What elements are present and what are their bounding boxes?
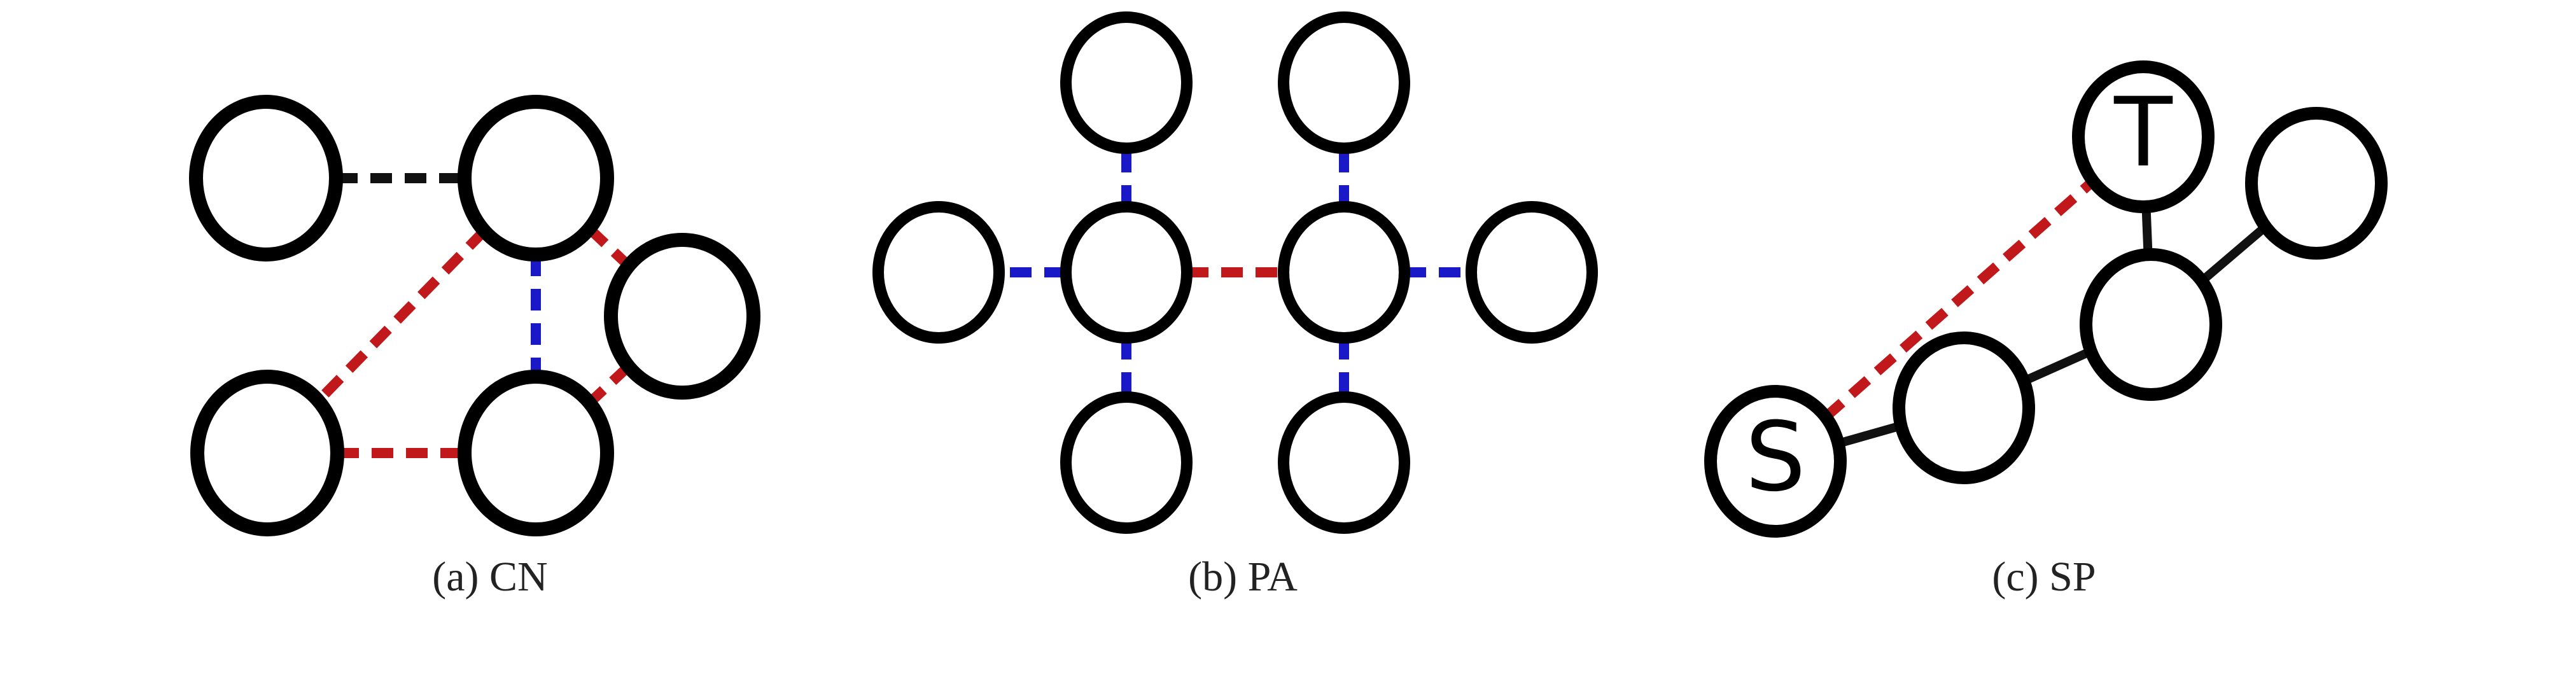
node-cn-n4 bbox=[458, 370, 614, 536]
node-circle bbox=[190, 370, 344, 536]
node-circle bbox=[1704, 385, 1847, 538]
edge-sp-b-t-black-solid bbox=[2141, 206, 2153, 255]
caption-sp: (c) SP bbox=[1992, 554, 2096, 600]
node-circle bbox=[1893, 332, 2035, 484]
node-sp-c bbox=[2245, 107, 2388, 260]
node-circle bbox=[2245, 107, 2388, 260]
captions-layer: (a) CN (b) PA (c) SP bbox=[432, 554, 2096, 600]
node-circle bbox=[1278, 391, 1410, 534]
node-pa-b1 bbox=[1060, 391, 1193, 534]
node-circle bbox=[872, 201, 1005, 344]
node-cn-n5 bbox=[604, 233, 760, 400]
node-label-s: S bbox=[1745, 402, 1805, 513]
node-cn-n3 bbox=[190, 370, 344, 536]
node-pa-l1 bbox=[872, 201, 1005, 344]
node-pa-b2 bbox=[1278, 391, 1410, 534]
node-circle bbox=[1060, 201, 1193, 344]
node-circle bbox=[2072, 60, 2215, 213]
edge-cn-n2-n5-red-dashed bbox=[585, 225, 633, 270]
node-sp-s: S bbox=[1704, 385, 1847, 538]
node-circle bbox=[458, 95, 614, 262]
caption-cn: (a) CN bbox=[432, 554, 547, 600]
edge-cn-n2-n3-red-dashed bbox=[314, 227, 488, 405]
node-circle bbox=[1060, 391, 1193, 534]
node-circle bbox=[2080, 248, 2222, 401]
caption-pa: (b) PA bbox=[1188, 554, 1298, 600]
node-circle bbox=[604, 233, 760, 400]
node-pa-c2 bbox=[1278, 201, 1410, 344]
edge-sp-s-t-red-dashed bbox=[1822, 177, 2097, 421]
nodes-layer: ST bbox=[189, 11, 2388, 538]
node-circle bbox=[1466, 201, 1598, 344]
node-circle bbox=[1060, 11, 1193, 154]
node-circle bbox=[1278, 201, 1410, 344]
node-circle bbox=[458, 370, 614, 536]
edge-cn-n5-n4-red-dashed bbox=[585, 363, 633, 407]
edge-sp-s-a-black-solid bbox=[1837, 421, 1903, 448]
node-cn-n2 bbox=[458, 95, 614, 262]
node-pa-t2 bbox=[1278, 11, 1410, 154]
edge-sp-b-c-black-solid bbox=[2199, 223, 2269, 285]
node-cn-n1 bbox=[189, 95, 343, 262]
node-sp-t: T bbox=[2072, 60, 2215, 213]
edges-layer bbox=[314, 148, 2269, 458]
node-circle bbox=[1278, 11, 1410, 154]
node-pa-c1 bbox=[1060, 201, 1193, 344]
node-label-t: T bbox=[2113, 78, 2173, 188]
edge-sp-a-b-black-solid bbox=[2022, 347, 2093, 386]
node-pa-r2 bbox=[1466, 201, 1598, 344]
node-pa-t1 bbox=[1060, 11, 1193, 154]
node-sp-a bbox=[1893, 332, 2035, 484]
node-circle bbox=[189, 95, 343, 262]
node-sp-b bbox=[2080, 248, 2222, 401]
